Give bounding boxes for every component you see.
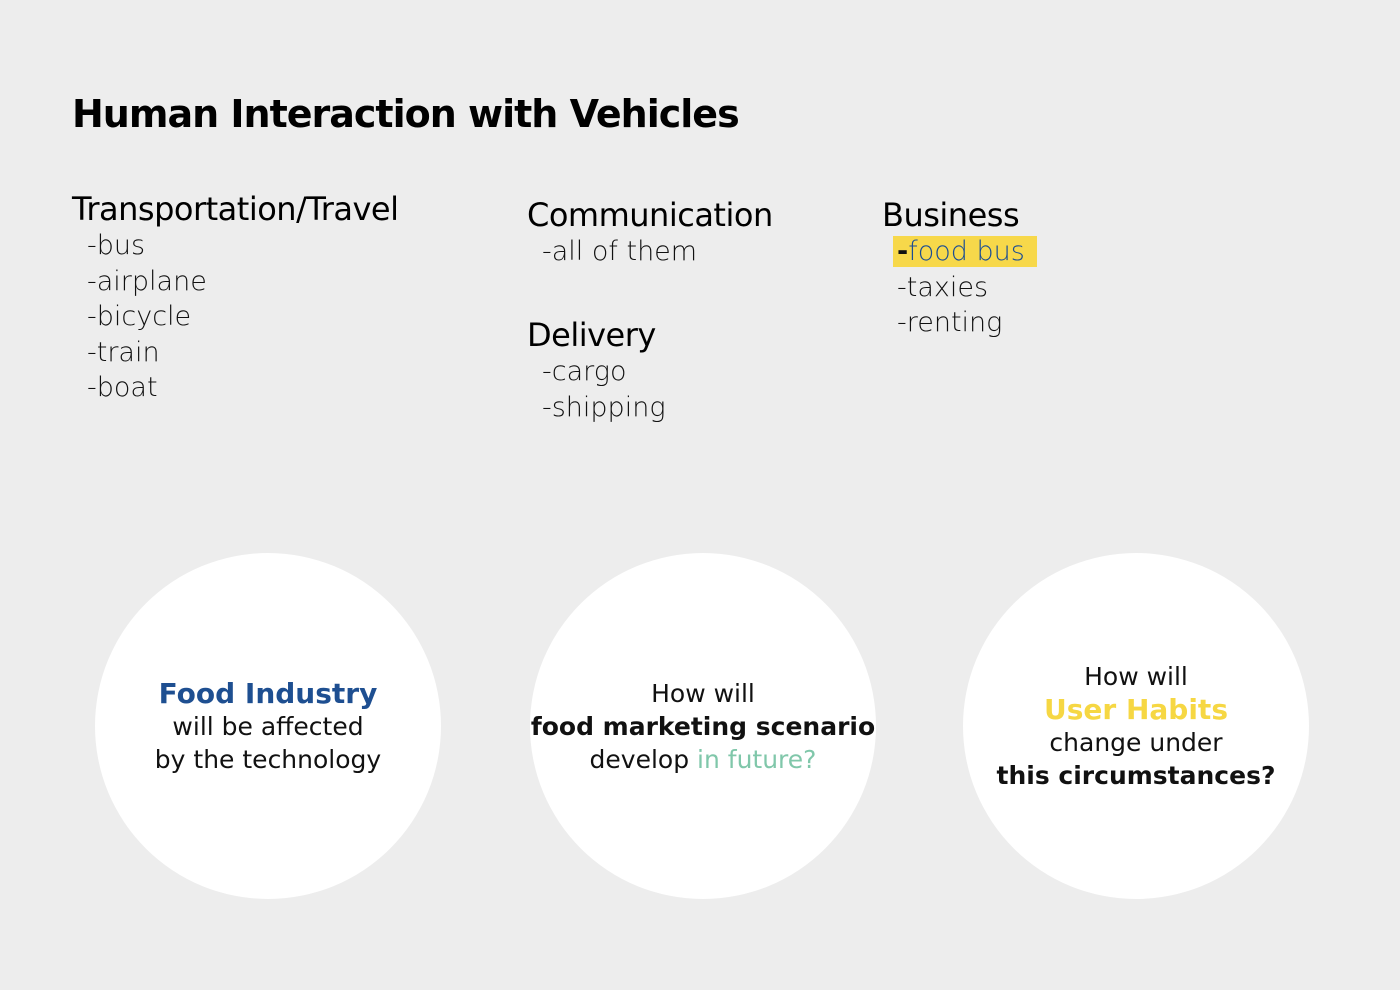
group-business: Business -food bus -taxies -renting xyxy=(882,196,1037,341)
group-heading: Delivery xyxy=(527,316,656,354)
list-item: -bus xyxy=(87,230,146,261)
circle-highlight-text: in future? xyxy=(697,744,817,774)
list-item: -all of them xyxy=(542,236,698,267)
circle-user-habits: How will User Habits change under this c… xyxy=(963,553,1309,899)
highlight-text: food bus xyxy=(908,236,1025,267)
circle-text: develop in future? xyxy=(590,743,817,776)
page-title: Human Interaction with Vehicles xyxy=(72,92,740,136)
group-transportation: Transportation/Travel -bus -airplane -bi… xyxy=(72,190,399,406)
circle-text: this circumstances? xyxy=(996,761,1276,790)
circle-food-marketing: How will food marketing scenario develop… xyxy=(530,553,876,899)
list-item: -airplane xyxy=(87,265,207,297)
group-heading: Business xyxy=(882,196,1020,234)
list-item: -bicycle xyxy=(87,301,192,332)
circle-highlight-text: User Habits xyxy=(1044,693,1228,726)
circle-highlight-text: Food Industry xyxy=(158,676,378,710)
list-item: -boat xyxy=(87,372,158,403)
group-delivery: Delivery -cargo -shipping xyxy=(527,316,666,425)
list-item: -taxies xyxy=(897,271,989,303)
group-heading: Transportation/Travel xyxy=(72,190,399,228)
circle-food-industry: Food Industry will be affected by the te… xyxy=(95,553,441,899)
circle-text-part: develop xyxy=(589,744,698,774)
circle-text: will be affected xyxy=(172,711,364,741)
highlight-marker: -food bus xyxy=(893,236,1037,267)
circle-text: How will xyxy=(1084,662,1188,691)
circle-text: change under xyxy=(1049,728,1223,757)
list-item: -cargo xyxy=(542,356,627,387)
circle-text: food marketing scenario xyxy=(530,711,876,741)
list-item: -train xyxy=(87,336,160,368)
list-item: -shipping xyxy=(542,391,666,423)
list-item-highlighted: -food bus xyxy=(893,234,1037,270)
dash: - xyxy=(897,236,909,267)
list-item: -renting xyxy=(897,307,1003,338)
group-communication: Communication -all of them xyxy=(527,196,773,270)
circle-text: by the technology xyxy=(154,744,382,774)
group-heading: Communication xyxy=(527,196,773,234)
circle-text: How will xyxy=(651,678,755,708)
